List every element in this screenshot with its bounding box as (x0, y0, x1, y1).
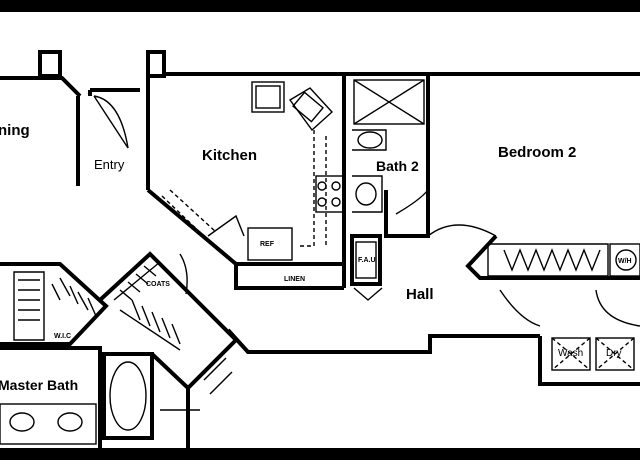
kitchen-fixtures (161, 81, 345, 261)
bath2-walls (348, 72, 430, 238)
fau-label: F.A.U (358, 257, 376, 264)
kitchen-label: Kitchen (202, 147, 257, 164)
bath2-label: Bath 2 (376, 158, 419, 174)
linen-fau-closet (350, 234, 383, 301)
hall-label: Hall (406, 286, 434, 303)
dining-entry-walls (0, 50, 166, 190)
wic-label: W.I.C (54, 333, 71, 340)
wh-label: W/H (618, 258, 632, 265)
wic-closet (0, 262, 109, 346)
entry-label: Entry (94, 157, 125, 172)
ref-label: REF (260, 241, 275, 248)
master-bath (0, 346, 233, 448)
dryer-label: Dry (606, 348, 622, 359)
coats-label: COATS (146, 281, 170, 288)
coats-closet (98, 251, 239, 390)
paper (0, 12, 640, 448)
washer-label: Wash (558, 348, 583, 359)
master-bath-label: Master Bath (0, 377, 78, 393)
hall-walls (226, 264, 640, 386)
dining-label: ning (0, 122, 30, 139)
bedroom2-label: Bedroom 2 (498, 144, 576, 161)
bedroom2-walls (426, 72, 640, 280)
linen-label: LINEN (284, 276, 305, 283)
entry-door-swing (93, 95, 129, 149)
